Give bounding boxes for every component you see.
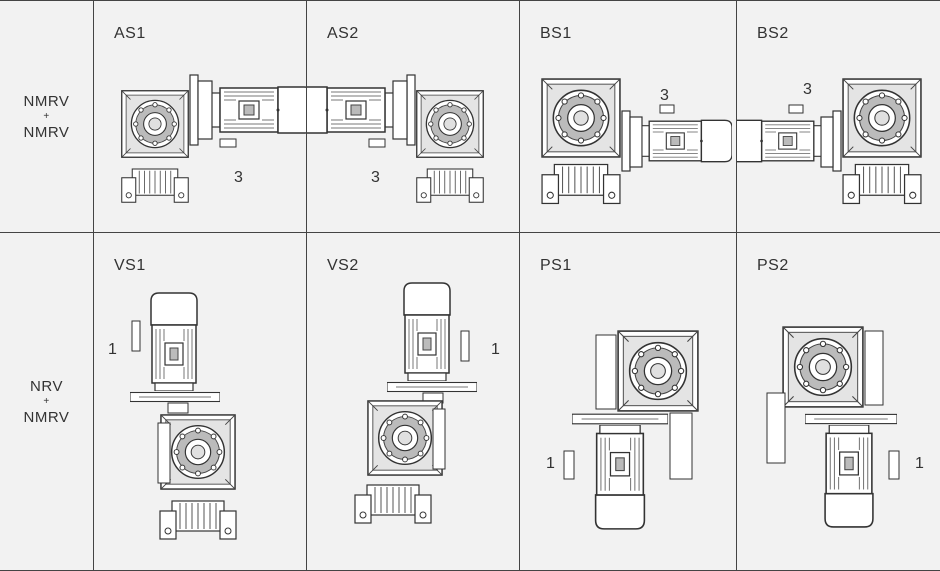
cell-label: PS2: [757, 257, 789, 274]
position-number: 3: [234, 169, 243, 186]
cell-label: AS1: [114, 25, 146, 42]
position-number: 1: [491, 341, 500, 358]
row-header-line2: NMRV: [23, 408, 70, 426]
cell-label: BS1: [540, 25, 572, 42]
cell-bs1: BS1 3: [520, 0, 737, 233]
as2-diagram: [307, 74, 485, 204]
cell-vs1: VS1 1: [94, 233, 307, 571]
row-header-plus: +: [43, 110, 50, 122]
row-header-nmrv-nmrv: NMRV + NMRV: [0, 0, 94, 233]
bs1-diagram: [541, 78, 732, 205]
bs2-diagram: [737, 78, 922, 205]
cell-ps1: PS1 1: [520, 233, 737, 571]
cell-label: AS2: [327, 25, 359, 42]
cell-vs2: VS2 1: [307, 233, 520, 571]
cell-label: VS1: [114, 257, 146, 274]
cell-as1: AS1 3: [94, 0, 307, 233]
ps1-diagram: [563, 330, 699, 531]
vs1-diagram: [130, 291, 237, 540]
row-header-plus: +: [43, 395, 50, 407]
position-number: 3: [371, 169, 380, 186]
row-header-line1: NRV: [30, 377, 63, 395]
row-header-line1: NMRV: [23, 92, 70, 110]
position-number: 1: [108, 341, 117, 358]
row-header-line2: NMRV: [23, 123, 70, 141]
ps2-diagram: [766, 326, 900, 529]
position-number: 1: [546, 455, 555, 472]
cell-bs2: BS2 3: [737, 0, 940, 233]
cell-label: BS2: [757, 25, 789, 42]
vs2-diagram: [354, 281, 477, 524]
position-number: 1: [915, 455, 924, 472]
row-header-nrv-nmrv: NRV + NMRV: [0, 233, 94, 571]
as1-diagram: [120, 74, 306, 204]
cell-label: VS2: [327, 257, 359, 274]
cell-ps2: PS2 1: [737, 233, 940, 571]
cell-as2: AS2 3: [307, 0, 520, 233]
cell-label: PS1: [540, 257, 572, 274]
position-number: 3: [803, 81, 812, 98]
position-number: 3: [660, 87, 669, 104]
